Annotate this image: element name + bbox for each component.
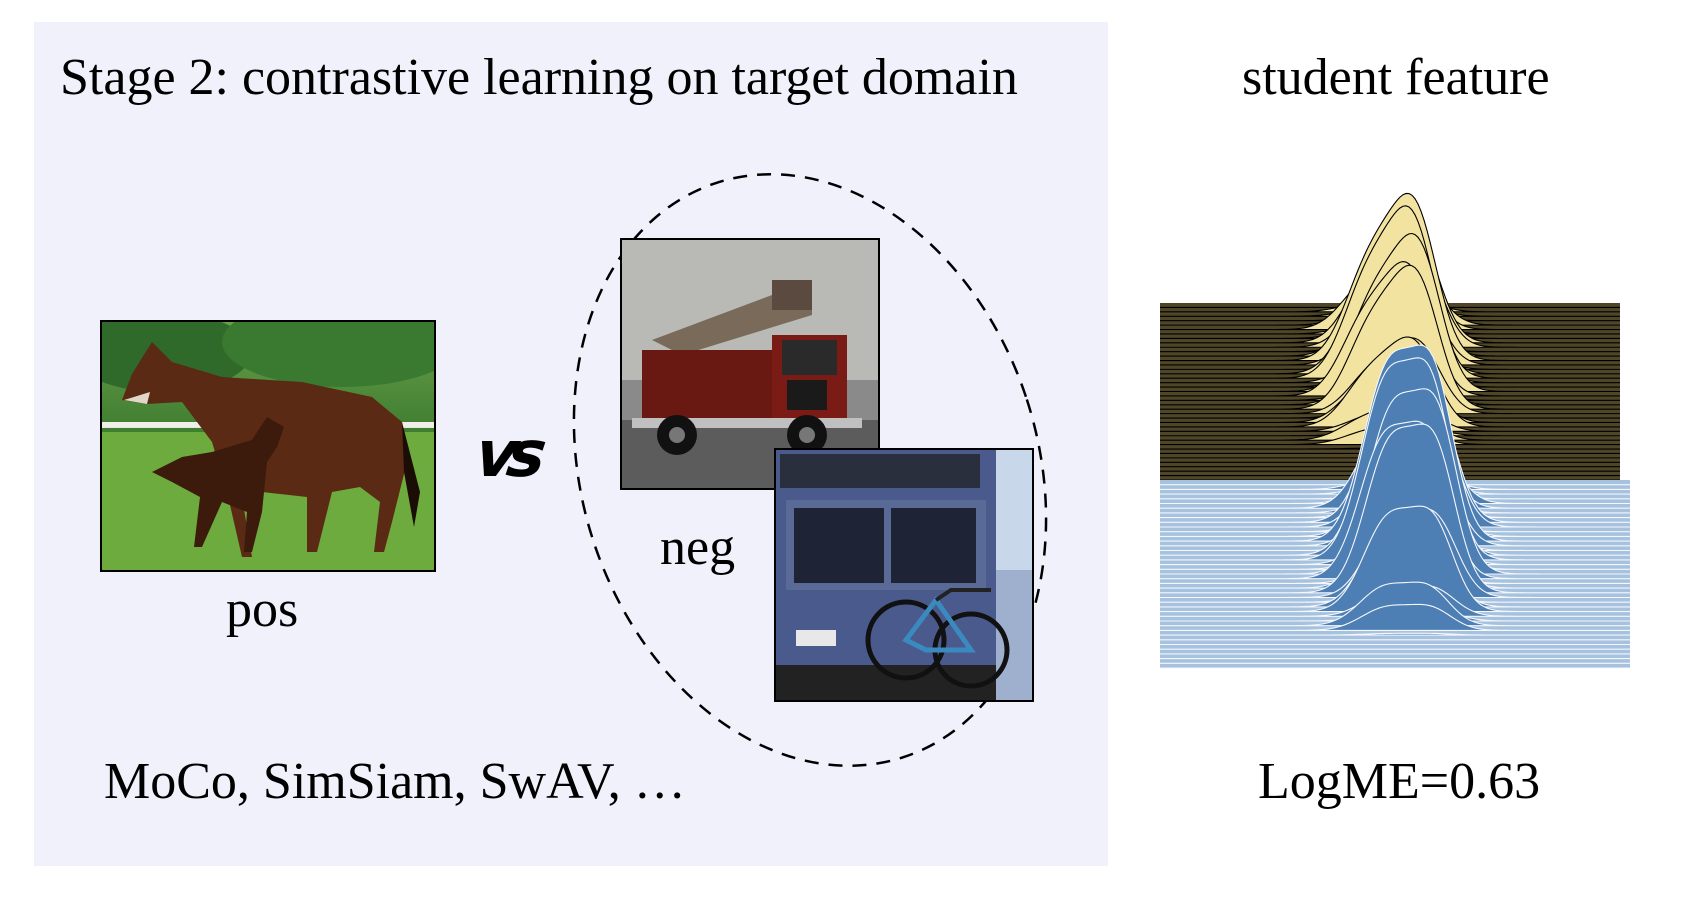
stage-title: Stage 2: contrastive learning on target … xyxy=(60,49,1018,106)
ridge-line xyxy=(1160,632,1630,636)
negatives-group-ellipse xyxy=(572,173,1048,767)
ridge-line xyxy=(1160,423,1630,594)
pos-label: pos xyxy=(226,581,299,638)
feature-title: student feature xyxy=(1242,49,1550,106)
neg-label: neg xyxy=(660,519,736,576)
bottom-ridgelines xyxy=(1160,344,1630,669)
methods-list: MoCo, SimSiam, SwAV, … xyxy=(104,753,686,810)
ridge-line xyxy=(1160,581,1630,627)
negative-image-bus xyxy=(774,448,1034,702)
negative-image-firetruck xyxy=(620,238,880,490)
ridge-line xyxy=(1160,603,1630,631)
ridge-line xyxy=(1160,505,1630,613)
versus-mark: vs xyxy=(470,418,542,492)
student-feature-ridgeline-plot xyxy=(1160,192,1630,669)
logme-score: LogME=0.63 xyxy=(1258,753,1541,810)
ridge-line xyxy=(1160,264,1620,410)
positive-image xyxy=(100,320,436,572)
